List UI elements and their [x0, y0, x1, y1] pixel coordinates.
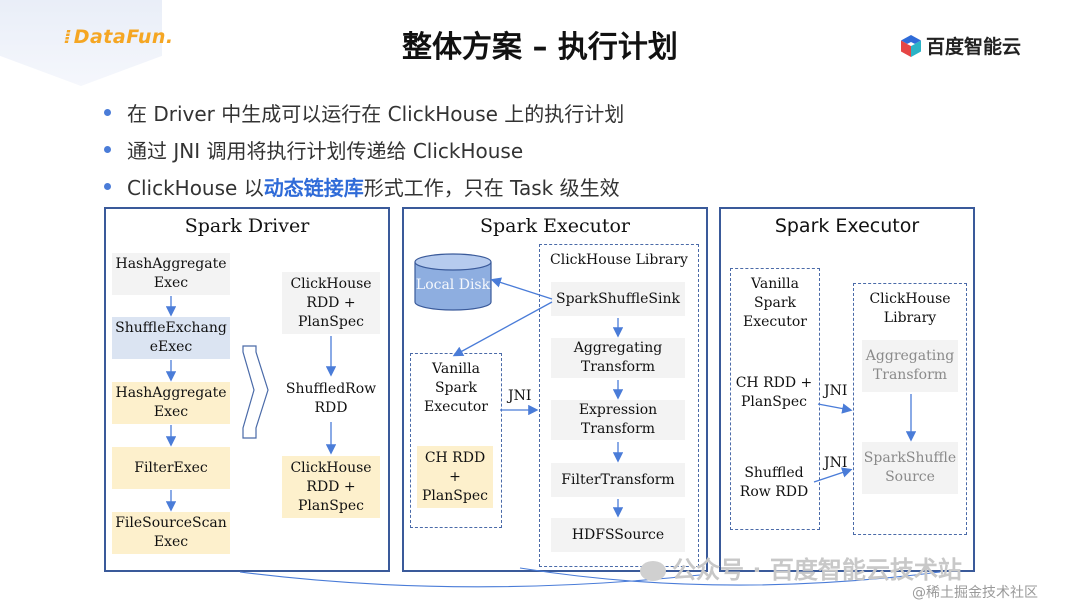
- library-node: SparkShuffleSink: [551, 282, 685, 316]
- library-node: Aggregating Transform: [551, 338, 685, 378]
- bullet-highlight: 动态链接库: [263, 176, 364, 200]
- bullet-list: 在 Driver 中生成可以运行在 ClickHouse 上的执行计划 通过 J…: [104, 94, 624, 205]
- page-title: 整体方案 – 执行计划: [402, 30, 678, 65]
- library-node: Expression Transform: [551, 400, 685, 440]
- bullet-text: 通过 JNI 调用将执行计划传递给 ClickHouse: [127, 139, 524, 163]
- library-node: SparkShuffle Source: [862, 442, 958, 494]
- baidu-cloud-logo: 百度智能云: [900, 32, 1021, 59]
- group-label: Vanilla Spark Executor: [742, 276, 807, 330]
- driver-node: FilterExec: [112, 447, 230, 489]
- panel-title: Spark Executor: [774, 215, 920, 237]
- jni-label: JNI: [824, 383, 848, 399]
- shuffled-row-rdd-node: Shuffled Row RDD: [739, 465, 809, 500]
- local-disk-icon: Local Disk: [413, 253, 493, 311]
- driver-node: FileSourceScan Exec: [112, 512, 230, 554]
- jni-label: JNI: [824, 455, 848, 471]
- library-node: FilterTransform: [551, 463, 685, 497]
- library-node: Aggregating Transform: [862, 340, 958, 392]
- group-label: ClickHouse Library: [550, 252, 688, 268]
- watermark: 公众号 · 百度智能云技术站: [640, 550, 962, 585]
- vanilla-executor-group: Vanilla Spark Executor: [730, 268, 820, 530]
- bullet-dot-icon: [104, 183, 111, 190]
- ch-rdd-node: CH RDD + PlanSpec: [417, 446, 493, 508]
- group-label: ClickHouse Library: [869, 291, 951, 326]
- bullet-item: ClickHouse 以动态链接库形式工作，只在 Task 级生效: [104, 168, 624, 205]
- clickhouse-library-group: ClickHouse Library: [539, 244, 699, 567]
- bullet-text-tail: 形式工作，只在 Task 级生效: [363, 176, 620, 200]
- ch-rdd-node: CH RDD + PlanSpec: [735, 375, 813, 410]
- driver-rdd-node: ClickHouse RDD + PlanSpec: [282, 456, 380, 518]
- logo-dots-icon: ⁞: [64, 26, 72, 48]
- watermark-text: 公众号 · 百度智能云技术站: [672, 556, 962, 584]
- bullet-item: 通过 JNI 调用将执行计划传递给 ClickHouse: [104, 131, 624, 168]
- bullet-text: 在 Driver 中生成可以运行在 ClickHouse 上的执行计划: [127, 102, 625, 126]
- panel-title: Spark Executor: [479, 215, 630, 237]
- cube-icon: [901, 34, 921, 57]
- group-label: Vanilla Spark Executor: [423, 361, 488, 415]
- bullet-item: 在 Driver 中生成可以运行在 ClickHouse 上的执行计划: [104, 94, 624, 131]
- library-node: HDFSSource: [551, 518, 685, 552]
- bullet-text: ClickHouse 以: [127, 176, 264, 200]
- bullet-dot-icon: [104, 146, 111, 153]
- driver-rdd-node: ShuffledRow RDD: [285, 381, 377, 416]
- spark-executor-panel-2: Spark Executor: [719, 207, 975, 572]
- local-disk-label: Local Disk: [415, 276, 491, 293]
- logo-text: DataFun.: [73, 26, 174, 48]
- clickhouse-library-group: ClickHouse Library: [853, 283, 967, 535]
- bullet-dot-icon: [104, 109, 111, 116]
- datafun-logo: ⁞DataFun.: [64, 26, 174, 48]
- driver-node: ShuffleExchang eExec: [112, 317, 230, 359]
- driver-rdd-node: ClickHouse RDD + PlanSpec: [282, 272, 380, 334]
- logo-right-text: 百度智能云: [926, 36, 1022, 58]
- driver-node: HashAggregate Exec: [112, 253, 230, 295]
- driver-node: HashAggregate Exec: [112, 382, 230, 424]
- watermark-sub: @稀土掘金技术社区: [912, 585, 1038, 601]
- vanilla-executor-group: Vanilla Spark Executor: [410, 353, 502, 528]
- panel-title: Spark Driver: [184, 215, 310, 237]
- wechat-icon: [640, 561, 666, 581]
- jni-label: JNI: [508, 388, 532, 404]
